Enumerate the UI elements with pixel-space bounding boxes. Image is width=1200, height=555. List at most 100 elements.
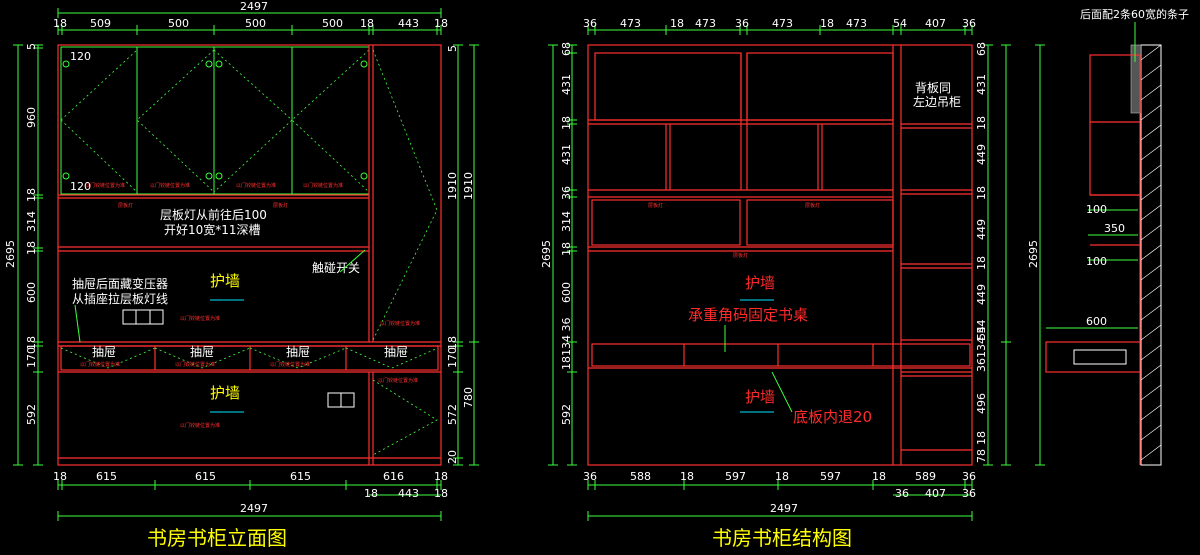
svg-text:431: 431 [975,74,988,95]
svg-text:615: 615 [195,470,216,483]
svg-text:597: 597 [820,470,841,483]
svg-text:36: 36 [962,470,976,483]
svg-text:36: 36 [560,186,573,200]
svg-text:18: 18 [670,17,684,30]
elev-drawer-label-1: 抽屉 [92,345,116,359]
svg-text:以门铰链位置为准: 以门铰链位置为准 [175,361,215,368]
section-dim-100-lower: 100 [1086,255,1107,268]
svg-text:473: 473 [620,17,641,30]
struct-shelf-light-3: 层板灯 [733,252,748,259]
struct-left-dims: 68 431 18 431 36 314 18 600 18134 36 592 [560,42,573,425]
svg-text:431: 431 [560,144,573,165]
svg-text:18: 18 [25,241,38,255]
elev-left-segment-dims: 5 960 18 314 18 600 18 170 592 [25,43,38,425]
svg-text:18: 18 [775,470,789,483]
svg-text:36: 36 [583,470,597,483]
struct-note-back-2: 左边吊柜 [913,94,961,109]
svg-text:以门铰链位置为准: 以门铰链位置为准 [180,315,220,322]
svg-text:68: 68 [560,42,573,56]
svg-text:960: 960 [25,107,38,128]
elevation-title: 书房书柜立面图 [147,526,287,550]
elev-drawer-label-3: 抽屉 [286,345,310,359]
svg-text:36: 36 [895,487,909,500]
svg-text:18: 18 [446,336,459,350]
svg-text:589: 589 [915,470,936,483]
svg-text:500: 500 [168,17,189,30]
svg-text:18: 18 [53,470,67,483]
elev-note-shelf-light-2: 开好10宽*11深槽 [164,222,261,237]
svg-text:473: 473 [695,17,716,30]
svg-text:36: 36 [962,487,976,500]
svg-text:以门铰链位置为准: 以门铰链位置为准 [150,182,190,189]
struct-protect-wall-upper: 护墙 [745,274,775,292]
elev-note-shelf-light-1: 层板灯从前往后100 [160,207,267,222]
svg-text:443: 443 [398,17,419,30]
svg-text:18: 18 [560,242,573,256]
svg-text:780: 780 [462,387,475,408]
elev-door-dim-top: 120 [70,50,91,63]
svg-text:18: 18 [872,470,886,483]
elev-bottom-dims: 18 615 615 615 616 18 18 443 18 [53,470,448,500]
svg-text:443: 443 [398,487,419,500]
elev-top-overall-dim: 2497 [240,0,268,13]
svg-text:407: 407 [925,17,946,30]
elev-shelf-light-1: 层板灯 [118,202,133,209]
elev-note-drawer-1: 抽屉后面藏变压器 [72,276,168,291]
svg-text:509: 509 [90,17,111,30]
svg-text:431: 431 [560,74,573,95]
section-height-dim: 2695 [1027,240,1040,268]
svg-text:以门铰链位置为准: 以门铰链位置为准 [180,422,220,429]
svg-text:以门铰链位置为准: 以门铰链位置为准 [303,182,343,189]
elev-note-drawer-2: 从插座拉层板灯线 [72,291,168,306]
svg-text:18134 36: 18134 36 [560,318,573,371]
svg-text:572: 572 [446,404,459,425]
svg-text:473: 473 [772,17,793,30]
struct-shelf-light-2: 层板灯 [805,202,820,209]
section-note-back-strips: 后面配2条60宽的条子 [1080,7,1189,21]
svg-text:54: 54 [975,326,988,340]
svg-text:18: 18 [25,336,38,350]
section-view: 2695 [1027,7,1189,466]
svg-text:36: 36 [735,17,749,30]
svg-text:以门铰链位置为准: 以门铰链位置为准 [236,182,276,189]
svg-text:18: 18 [560,116,573,130]
svg-text:449: 449 [975,219,988,240]
svg-text:36: 36 [583,17,597,30]
svg-text:500: 500 [245,17,266,30]
svg-text:588: 588 [630,470,651,483]
svg-text:600: 600 [560,282,573,303]
svg-text:78: 78 [975,449,988,463]
section-dim-600: 600 [1086,315,1107,328]
svg-text:5: 5 [25,43,38,50]
elev-shelf-light-2: 层板灯 [273,202,288,209]
elevation-cabinet [57,44,442,466]
elev-drawer-label-2: 抽屉 [190,345,214,359]
struct-protect-wall-lower: 护墙 [745,388,775,406]
struct-note-back-1: 背板同 [915,81,951,95]
elev-tiny-note-1: 以门铰链位置为准 [85,182,125,189]
svg-text:170: 170 [446,347,459,368]
svg-text:1910: 1910 [462,172,475,200]
svg-text:以门铰链位置为准: 以门铰链位置为准 [270,361,310,368]
elev-note-touch-switch: 触碰开关 [312,261,360,275]
svg-text:592: 592 [560,404,573,425]
elev-drawer-label-4: 抽屉 [384,345,408,359]
struct-right-dims: 68 431 18 449 18 449 18 449 54 36134 54 … [975,42,988,463]
elev-protect-wall-lower: 护墙 [210,384,240,402]
svg-text:449: 449 [975,144,988,165]
section-dim-350: 350 [1104,222,1125,235]
elevation-view: 2497 18 509 500 500 500 18 443 18 [4,0,479,550]
svg-text:18: 18 [975,431,988,445]
structure-title: 书房书柜结构图 [712,526,852,550]
svg-text:18: 18 [360,17,374,30]
svg-text:以门铰链位置为准: 以门铰链位置为准 [80,361,120,368]
svg-text:18: 18 [434,487,448,500]
svg-text:597: 597 [725,470,746,483]
svg-text:314: 314 [560,211,573,232]
svg-text:18: 18 [680,470,694,483]
svg-text:616: 616 [383,470,404,483]
elev-protect-wall-upper: 护墙 [210,272,240,290]
svg-text:以门铰链位置为准: 以门铰链位置为准 [378,377,418,384]
